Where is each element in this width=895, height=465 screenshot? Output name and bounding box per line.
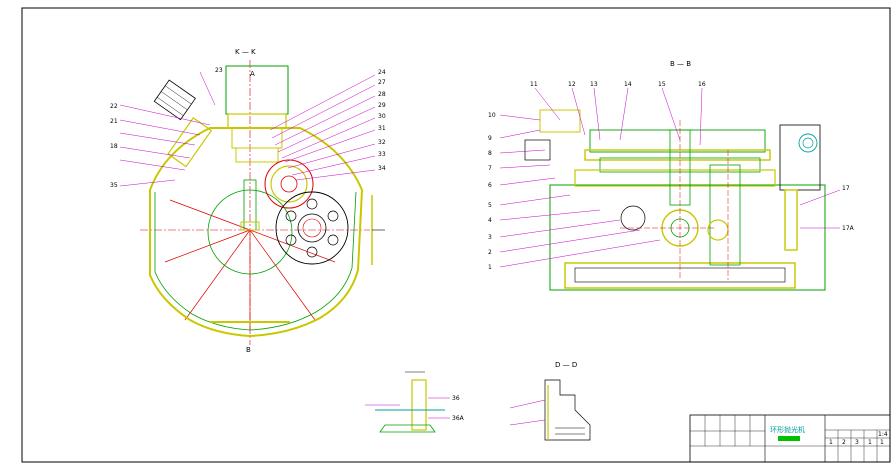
svg-text:31: 31 (378, 125, 386, 132)
kk-right-labels: 24 27 28 29 30 31 32 33 34 (378, 69, 386, 172)
svg-text:24: 24 (378, 69, 386, 76)
svg-text:22: 22 (110, 103, 118, 110)
view-kk: K — K A (140, 48, 385, 354)
svg-text:14: 14 (624, 81, 632, 88)
view-dd-title: D — D (555, 361, 577, 369)
svg-text:3: 3 (488, 234, 492, 241)
section-a-label: A (250, 70, 255, 78)
svg-text:21: 21 (110, 118, 118, 125)
angled-motor (153, 79, 196, 121)
svg-text:16: 16 (698, 81, 706, 88)
svg-text:18: 18 (110, 143, 118, 150)
svg-text:17A: 17A (842, 225, 855, 232)
motor-block (225, 65, 289, 115)
drawing-name: 环形抛光机 (770, 425, 805, 434)
kk-left-labels: 22 21 18 35 23 (110, 67, 223, 189)
svg-text:11: 11 (530, 81, 538, 88)
drawing-scale: 1:4 (878, 431, 888, 438)
kk-leaders (119, 71, 376, 187)
svg-text:30: 30 (378, 113, 386, 120)
bb-body (549, 184, 826, 291)
svg-text:10: 10 (488, 112, 496, 119)
svg-text:33: 33 (378, 151, 386, 158)
svg-text:23: 23 (215, 67, 223, 74)
view-bb-title: B — B (670, 60, 691, 68)
svg-text:17: 17 (842, 185, 850, 192)
bb-right-labels: 17 17A (842, 185, 855, 232)
svg-text:15: 15 (658, 81, 666, 88)
flange-disc (275, 191, 349, 265)
svg-text:2: 2 (488, 249, 492, 256)
svg-text:1: 1 (488, 264, 492, 271)
svg-text:3: 3 (855, 439, 859, 446)
bb-top-labels: 11 12 13 14 15 16 (530, 81, 706, 88)
large-gear (264, 159, 314, 209)
svg-text:1: 1 (868, 439, 872, 446)
bb-left-labels: 10 9 8 7 6 5 4 3 2 1 (488, 112, 496, 271)
svg-text:2: 2 (842, 439, 846, 446)
view-kk-title: K — K (235, 48, 256, 56)
view-dd: D — D (509, 361, 591, 441)
svg-text:13: 13 (590, 81, 598, 88)
detail-view: 36 36A (365, 371, 465, 433)
svg-text:35: 35 (110, 182, 118, 189)
view-bb: B — B (524, 60, 826, 291)
svg-text:29: 29 (378, 102, 386, 109)
bb-leaders (499, 87, 841, 268)
svg-text:28: 28 (378, 91, 386, 98)
svg-text:1: 1 (880, 439, 884, 446)
title-block: 环形抛光机 1:4 1 2 3 1 1 (689, 414, 891, 463)
svg-text:8: 8 (488, 150, 492, 157)
svg-text:1: 1 (829, 439, 833, 446)
svg-text:9: 9 (488, 135, 492, 142)
svg-text:4: 4 (488, 217, 492, 224)
svg-text:32: 32 (378, 139, 386, 146)
housing-outline (149, 127, 364, 338)
section-b-label: B (246, 346, 251, 354)
svg-text:7: 7 (488, 165, 492, 172)
svg-text:36A: 36A (452, 415, 465, 422)
svg-text:6: 6 (488, 182, 492, 189)
svg-text:27: 27 (378, 79, 386, 86)
svg-text:5: 5 (488, 202, 492, 209)
svg-text:12: 12 (568, 81, 576, 88)
drawing-border (21, 7, 891, 463)
svg-text:36: 36 (452, 395, 460, 402)
svg-text:34: 34 (378, 165, 386, 172)
